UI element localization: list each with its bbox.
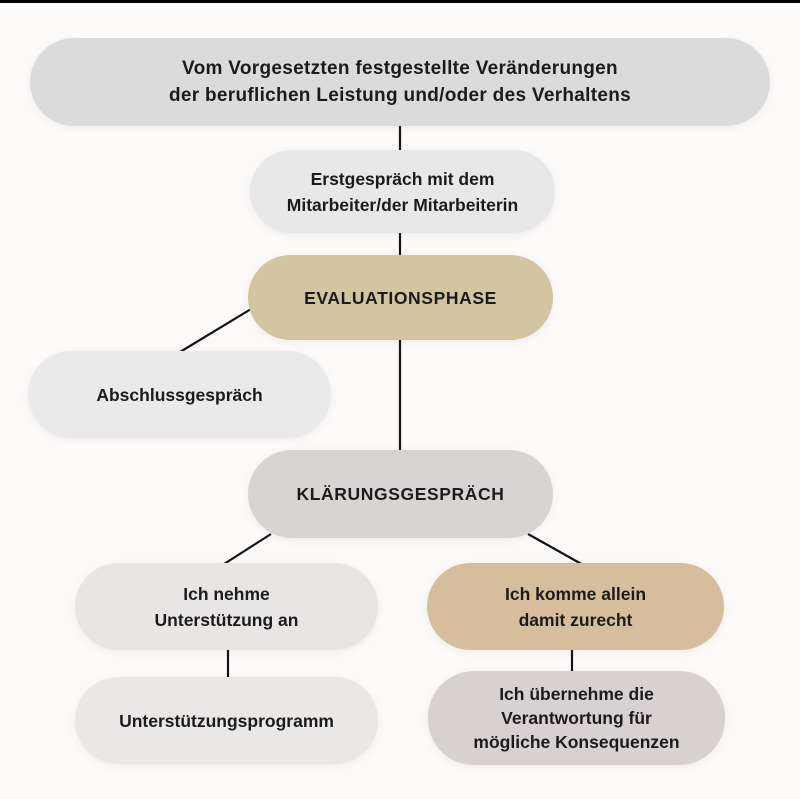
node-first-talk-line1: Erstgespräch mit dem [310, 168, 495, 189]
node-accept-support-line2: Unterstützung an [154, 609, 299, 630]
node-take-responsibility-line1: Ich übernehme die [499, 684, 654, 704]
edge-clarification-copealone [527, 533, 586, 567]
node-first-talk: Erstgespräch mit dem Mitarbeiter/der Mit… [250, 150, 555, 233]
node-final-talk: Abschlussgespräch [28, 351, 331, 438]
edge-clarification-acceptsupport [220, 533, 272, 567]
node-cope-alone-line1: Ich komme allein [504, 583, 647, 604]
node-evaluation-phase: EVALUATIONSPHASE [248, 255, 553, 340]
node-cope-alone-line2: damit zurecht [518, 609, 633, 630]
node-evaluation-phase-label: EVALUATIONSPHASE [304, 287, 497, 308]
node-take-responsibility-line2: Verantwortung für [501, 708, 652, 728]
node-changes-line2: der beruflichen Leistung und/oder des Ve… [168, 85, 632, 106]
edge-evaluation-finaltalk [179, 305, 257, 353]
node-accept-support: Ich nehme Unterstützung an [75, 563, 378, 650]
node-support-program-label: Unterstützungsprogramm [119, 710, 334, 731]
node-clarification-talk-label: KLÄRUNGSGESPRÄCH [296, 484, 505, 504]
node-changes: Vom Vorgesetzten festgestellte Veränderu… [30, 38, 770, 126]
node-clarification-talk: KLÄRUNGSGESPRÄCH [248, 450, 553, 538]
top-border-rule [0, 0, 800, 3]
node-take-responsibility: Ich übernehme die Verantwortung für mögl… [428, 671, 725, 765]
node-support-program: Unterstützungsprogramm [75, 677, 378, 764]
node-cope-alone: Ich komme allein damit zurecht [427, 563, 724, 650]
node-changes-line1: Vom Vorgesetzten festgestellte Veränderu… [182, 58, 618, 79]
node-first-talk-line2: Mitarbeiter/der Mitarbeiterin [286, 194, 519, 215]
node-accept-support-line1: Ich nehme [183, 583, 270, 604]
node-take-responsibility-line3: mögliche Konsequenzen [473, 732, 680, 752]
node-final-talk-label: Abschlussgespräch [96, 384, 263, 405]
